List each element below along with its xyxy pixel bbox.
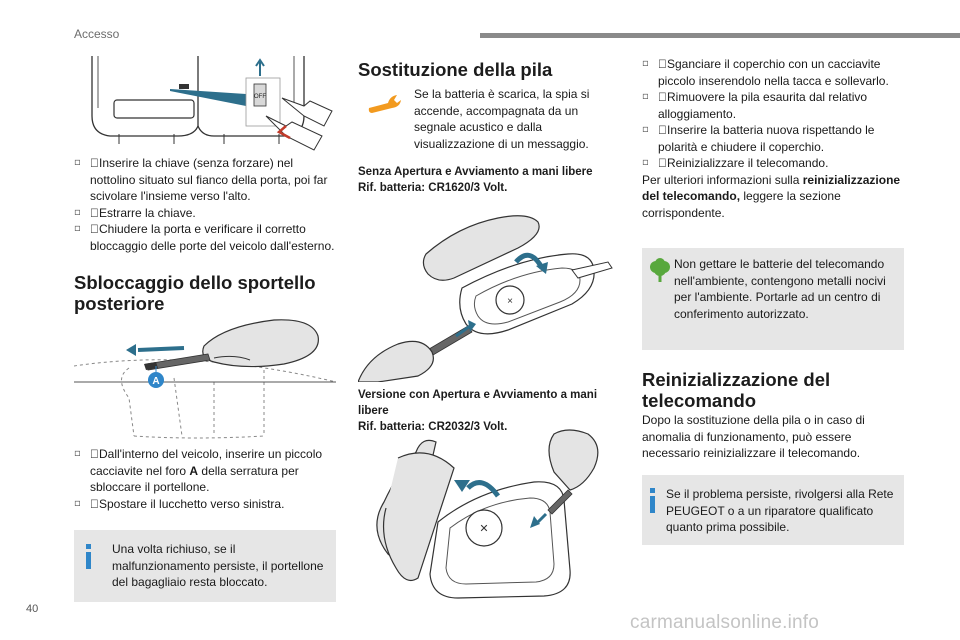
info-box-rear-door: Una volta richiuso, se il malfunzionamen… (74, 530, 336, 602)
section-title-rear-door: Sbloccaggio dello sportello posteriore (74, 272, 316, 314)
list-item: ▫Estrarre la chiave. (74, 205, 196, 220)
list-item: ▫Sganciare il coperchio con un cacciavit… (642, 57, 889, 88)
switch-label: OFF (254, 94, 266, 100)
bullet-mark: ▫ (74, 497, 81, 509)
wrench-warning-icon (368, 95, 401, 113)
list-item: ▫Inserire la batteria nuova rispettando … (642, 123, 875, 154)
list-item: ▫Chiudere la porta e verificare il corre… (74, 222, 335, 253)
remote-battery-cr2032-illustration: ✕ (376, 429, 599, 599)
spec-standard-remote: Senza Apertura e Avviamento a mani liber… (358, 166, 593, 194)
rear-door-steps: ▫Dall'interno del veicolo, inserire un p… (74, 446, 336, 512)
marker-a-icon (148, 372, 164, 388)
info-text: Se il problema persiste, rivolgersi alla… (666, 487, 894, 534)
watermark: carmanualsonline.info (630, 612, 820, 633)
svg-text:×: × (507, 296, 513, 307)
screwdriver-rear-lock-illustration: A (74, 319, 336, 439)
info-icon (86, 544, 91, 570)
list-item: ▫Rimuovere la pila esaurita dal relativo… (642, 90, 868, 121)
bullet-mark: ▫ (642, 91, 649, 102)
page-number: 40 (26, 603, 39, 615)
bullet-mark: ▫ (642, 58, 649, 69)
further-info-text: Per ulteriori informazioni sulla reinizi… (642, 172, 901, 220)
bullet-mark: ▫ (642, 157, 649, 168)
svg-text:✕: ✕ (479, 523, 488, 535)
tree-eco-icon (650, 258, 670, 282)
list-item: ▫Reinizializzare il telecomando. (642, 156, 829, 170)
remote-battery-cr1620-illustration: × (358, 215, 613, 382)
info-text: Una volta richiuso, se il malfunzionamen… (112, 542, 324, 589)
spec-handsfree-remote: Versione con Apertura e Avviamento a man… (358, 389, 598, 433)
list-item: ▫Inserire la chiave (senza forzare) nel … (74, 156, 328, 203)
eco-text: Non gettare le batterie del telecomando … (674, 257, 886, 321)
bullet-mark: ▫ (74, 223, 81, 234)
section-title-reinit: Reinizializzazione del telecomando (642, 369, 831, 411)
info-icon (650, 488, 655, 514)
section-header: Accesso (74, 27, 120, 41)
battery-steps: ▫Sganciare il coperchio con un cacciavit… (642, 56, 904, 221)
header-bar (480, 33, 960, 38)
van-rear-door-illustration: OFF (74, 56, 336, 151)
warning-text: Se la batteria è scarica, la spia si acc… (414, 87, 590, 151)
list-item: ▫Spostare il lucchetto verso sinistra. (74, 496, 285, 511)
bullet-mark: ▫ (642, 124, 649, 135)
info-box-reinit: Se il problema persiste, rivolgersi alla… (642, 475, 904, 545)
door-key-steps: ▫Inserire la chiave (senza forzare) nel … (74, 155, 336, 254)
list-item: ▫Dall'interno del veicolo, inserire un p… (74, 447, 323, 494)
reinit-text: Dopo la sostituzione della pila o in cas… (642, 413, 865, 460)
eco-box: Non gettare le batterie del telecomando … (642, 248, 904, 350)
section-title-battery: Sostituzione della pila (358, 59, 553, 80)
bullet-mark: ▫ (74, 206, 81, 218)
bullet-mark: ▫ (74, 157, 81, 168)
marker-a-label: A (152, 376, 159, 387)
bullet-mark: ▫ (74, 448, 81, 459)
